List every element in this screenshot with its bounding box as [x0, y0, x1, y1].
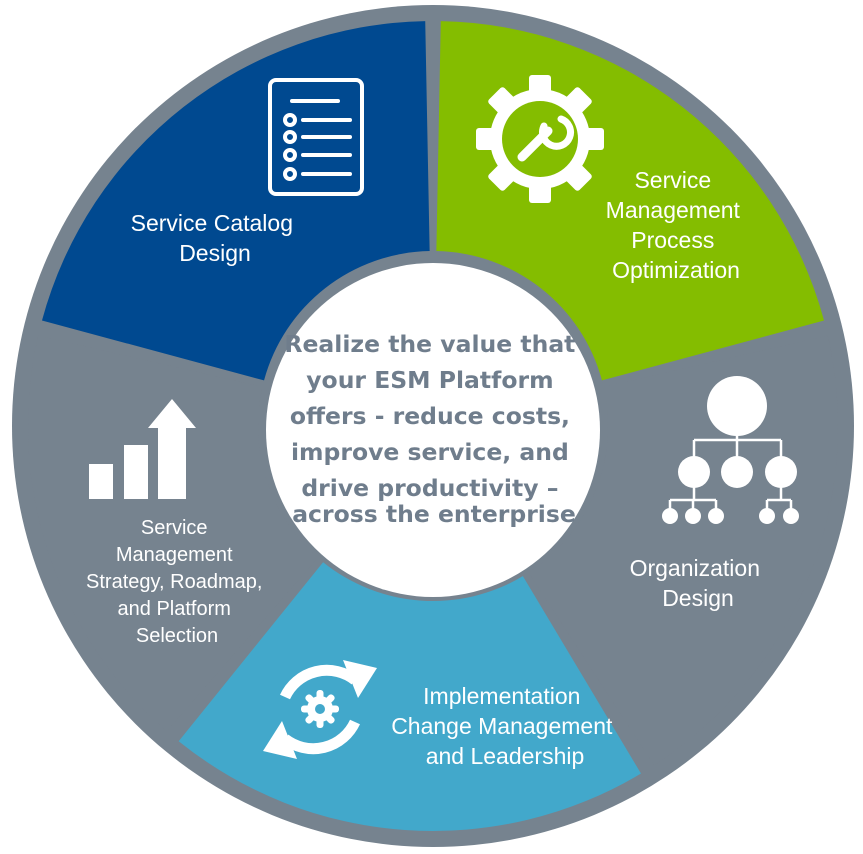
label-line: Design: [662, 585, 734, 611]
label-line: Organization: [630, 555, 760, 581]
gear-wrench-icon: [476, 75, 604, 203]
label-line: Implementation: [423, 683, 580, 709]
label-organization-design: Organization Design: [630, 555, 767, 611]
label-process-optimization: Service Management Process Optimization: [606, 167, 747, 283]
org-chart-icon: [662, 376, 799, 524]
checklist-icon: [268, 78, 364, 196]
center-line: your ESM Platform: [306, 366, 553, 394]
label-line: Change Management: [391, 713, 613, 739]
label-line: Management: [116, 544, 233, 566]
center-line: across the enterprise: [292, 500, 576, 528]
label-implementation: Implementation Change Management and Lea…: [391, 683, 619, 769]
label-line: Design: [179, 240, 251, 266]
label-line: Service: [634, 167, 711, 193]
label-line: Service Catalog: [131, 210, 293, 236]
segment-service-catalog-design: [41, 21, 430, 381]
bar-chart-arrow-icon: [89, 399, 196, 499]
center-line: improve service, and: [291, 438, 569, 466]
segment-organization-design: [528, 335, 838, 766]
label-line: Selection: [136, 625, 218, 647]
label-line: Strategy, Roadmap,: [86, 571, 262, 593]
label-line: Process: [631, 227, 714, 253]
center-line: Realize the value that: [284, 330, 575, 358]
label-line: and Platform: [118, 598, 231, 620]
segment-strategy-roadmap-platform-selection: [28, 335, 318, 732]
center-circle: [266, 263, 600, 597]
center-line: offers - reduce costs,: [290, 402, 570, 430]
label-strategy-roadmap: Service Management Strategy, Roadmap, an…: [86, 517, 268, 647]
segment-implementation-change-management-leadership: [178, 562, 641, 832]
label-line: Optimization: [612, 257, 740, 283]
label-line: Service: [141, 517, 208, 539]
label-line: and Leadership: [426, 743, 585, 769]
center-statement: Realize the value that your ESM Platform…: [284, 330, 583, 528]
refresh-gear-icon: [263, 660, 377, 759]
label-line: Management: [606, 197, 741, 223]
center-line: drive productivity –: [301, 474, 558, 502]
label-service-catalog-design: Service Catalog Design: [131, 210, 300, 266]
